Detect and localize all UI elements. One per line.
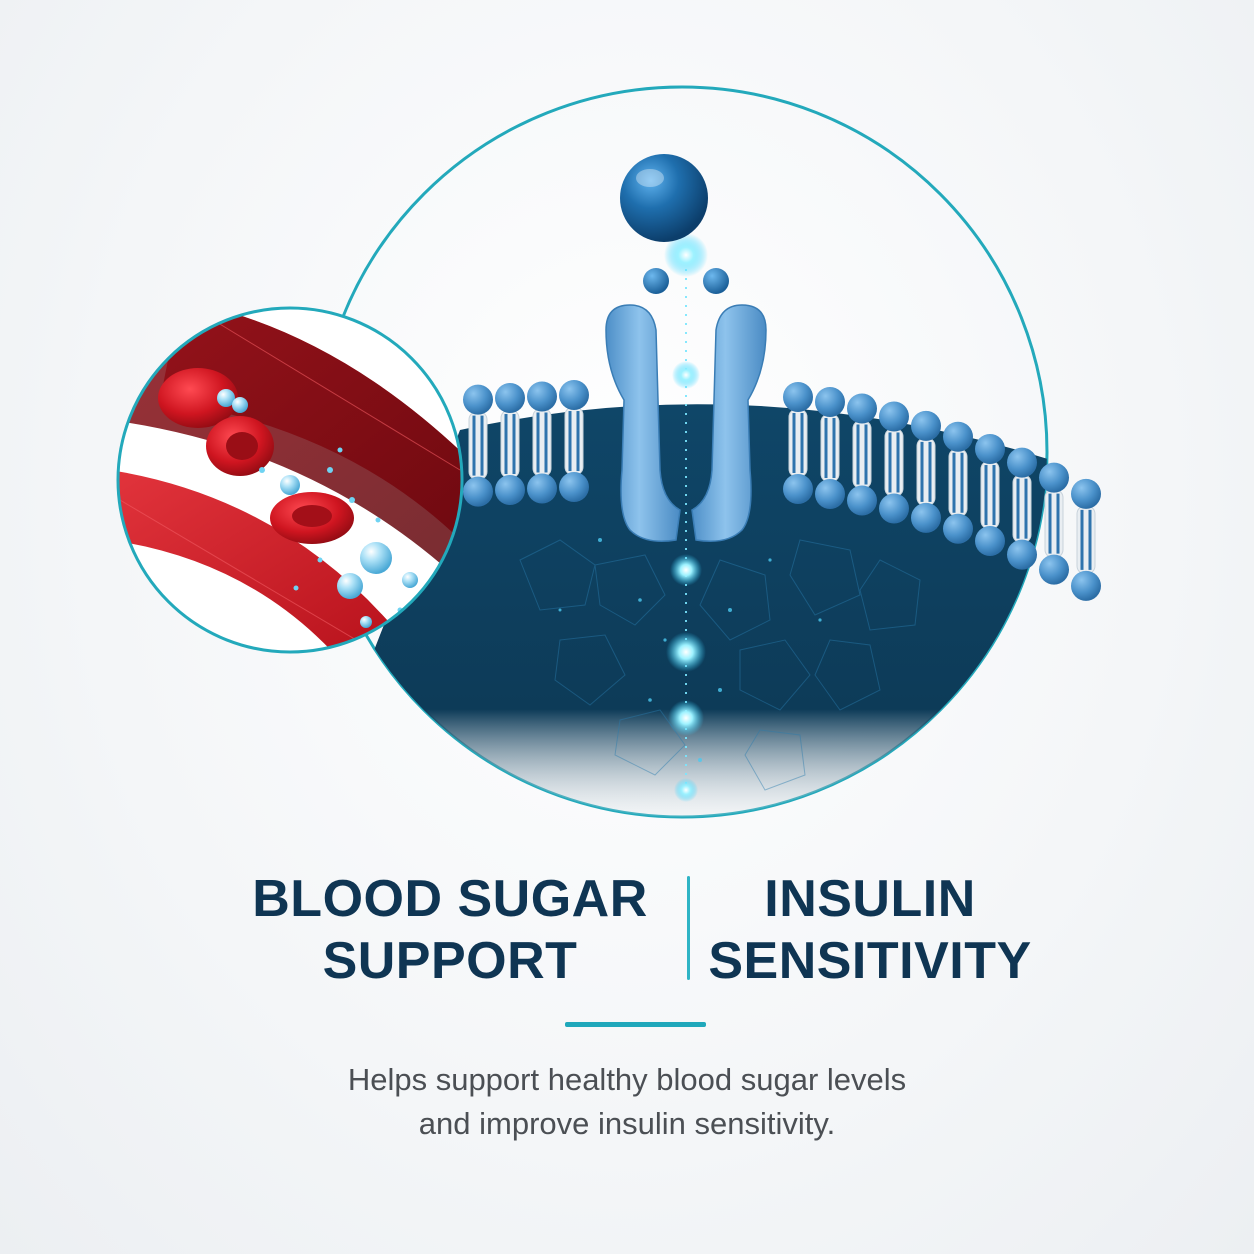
membrane-head	[783, 474, 813, 505]
heading-insulin-sensitivity: INSULIN SENSITIVITY	[690, 868, 1050, 992]
membrane-head	[879, 401, 909, 432]
membrane-head	[527, 381, 557, 412]
description-line1: Helps support healthy blood sugar levels	[347, 1062, 907, 1097]
membrane-head	[943, 513, 973, 544]
membrane-head	[815, 479, 845, 510]
membrane-head	[463, 476, 493, 507]
description-text: Helps support healthy blood sugar levels…	[227, 1058, 1027, 1146]
membrane-head	[815, 387, 845, 418]
membrane-head	[911, 410, 941, 441]
heading-right-line2: SENSITIVITY	[708, 932, 1032, 990]
membrane-head	[783, 382, 813, 413]
insulin-molecule	[620, 154, 729, 294]
accent-underline	[565, 1022, 706, 1027]
membrane-head	[463, 384, 493, 415]
membrane-head	[495, 475, 525, 506]
membrane-head	[847, 393, 877, 424]
membrane-head	[1007, 447, 1037, 478]
signal-pathway	[664, 233, 708, 802]
heading-left-line2: SUPPORT	[322, 932, 578, 990]
title-divider	[687, 876, 690, 980]
membrane-head	[975, 526, 1005, 557]
membrane-head	[495, 383, 525, 414]
membrane-head	[1039, 554, 1069, 585]
membrane-head	[1039, 462, 1069, 493]
membrane-head	[527, 473, 557, 504]
description-line2: and improve insulin sensitivity.	[418, 1106, 836, 1141]
heading-left-line1: BLOOD SUGAR	[252, 870, 648, 928]
membrane-head	[879, 493, 909, 524]
membrane-head	[1071, 570, 1101, 601]
heading-blood-sugar-support: BLOOD SUGAR SUPPORT	[240, 868, 660, 992]
receptor-channel	[605, 304, 767, 542]
membrane-head	[943, 421, 973, 452]
cell-membrane	[463, 380, 1101, 601]
membrane-head	[559, 472, 589, 503]
membrane-head	[847, 485, 877, 516]
membrane-head	[559, 380, 589, 411]
heading-right-line1: INSULIN	[764, 870, 976, 928]
membrane-head	[911, 502, 941, 533]
membrane-head	[1007, 539, 1037, 570]
membrane-head	[975, 434, 1005, 465]
membrane-head	[1071, 478, 1101, 509]
blood-vessel-inset	[116, 306, 464, 654]
